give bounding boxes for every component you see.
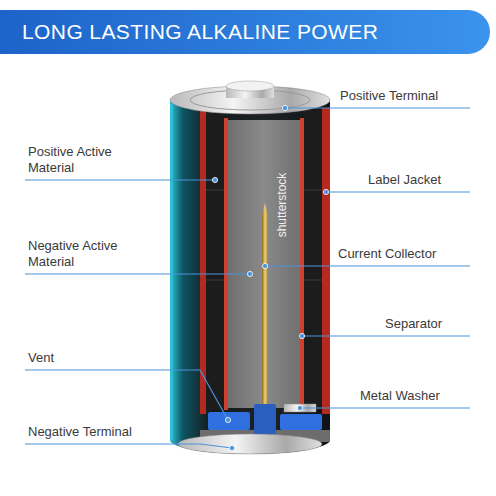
part-label: Separator <box>385 316 442 332</box>
leader-dot <box>212 177 217 182</box>
leader-line <box>25 179 215 180</box>
leader-dot <box>262 263 267 268</box>
leader-line <box>300 407 470 408</box>
leader-line <box>265 265 470 266</box>
vent-seal <box>208 412 250 430</box>
leader-dot <box>247 271 252 276</box>
banner-title: LONG LASTING ALKALINE POWER <box>22 19 378 45</box>
leader-line <box>25 273 250 274</box>
leader-dot <box>297 405 302 410</box>
leader-line <box>285 107 470 108</box>
title-banner <box>0 10 490 54</box>
can-wall <box>322 108 330 414</box>
part-label: Negative Terminal <box>28 424 132 440</box>
leader-line <box>326 191 470 192</box>
part-label: Negative Active Material <box>28 238 138 270</box>
vent-seal <box>280 414 322 430</box>
part-label: Positive Terminal <box>340 88 438 104</box>
battery-illustration <box>170 81 330 454</box>
part-label: Metal Washer <box>360 388 440 404</box>
part-label: Positive Active Material <box>28 144 138 176</box>
watermark: shutterstock <box>274 173 290 238</box>
seal-hub <box>254 404 276 434</box>
anode-core <box>228 120 300 408</box>
leader-dots <box>212 105 328 450</box>
separator-layer <box>224 118 228 410</box>
leader-dot <box>225 417 230 422</box>
terminal-nub-top <box>226 81 274 91</box>
leader-dot <box>282 105 287 110</box>
separator-layer <box>300 118 304 410</box>
leader-dot <box>323 189 328 194</box>
part-label: Current Collector <box>338 246 436 262</box>
jacket-rim <box>170 104 173 440</box>
leader-lines <box>25 108 470 448</box>
leader-line <box>25 444 232 448</box>
cathode-layer <box>206 110 224 410</box>
part-label: Vent <box>28 350 54 366</box>
battery-body <box>170 100 330 454</box>
can-wall <box>200 108 206 414</box>
current-collector-nail <box>262 203 268 405</box>
leader-dot <box>299 333 304 338</box>
leader-dot <box>229 445 234 450</box>
part-label: Label Jacket <box>368 172 441 188</box>
leader-line <box>25 370 228 420</box>
cathode-layer <box>304 110 322 410</box>
leader-line <box>302 335 470 336</box>
